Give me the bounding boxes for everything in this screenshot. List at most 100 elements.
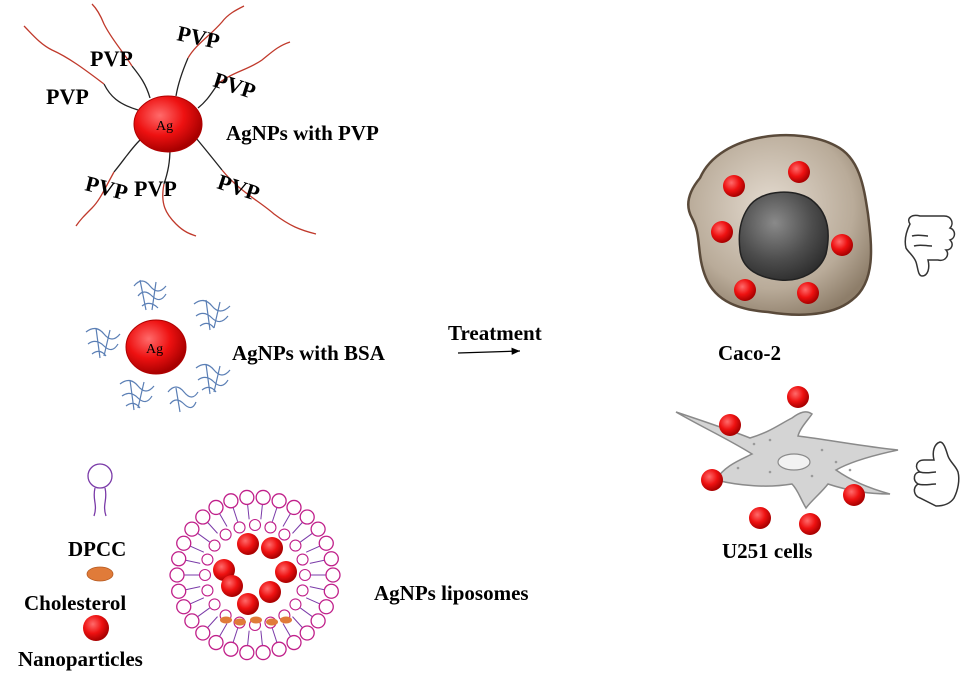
bsa-proteins — [85, 279, 231, 413]
lipid-head — [184, 613, 200, 629]
ag-core-label: Ag — [156, 119, 173, 134]
lipid-tail — [196, 607, 210, 618]
lipid-head-inner — [296, 584, 309, 597]
bsa-protein-icon — [119, 379, 155, 411]
lipid-tail — [206, 616, 218, 629]
treatment-label: Treatment — [448, 321, 542, 345]
pvp-label: PVP — [46, 84, 89, 109]
lipid-head — [299, 625, 315, 641]
lipid-tail — [232, 506, 239, 522]
pvp-label: PVP — [83, 171, 131, 206]
lipid-head — [239, 489, 255, 506]
lipid-head — [286, 499, 302, 516]
lipid-head — [310, 613, 326, 629]
lipid-head — [184, 521, 200, 537]
lipid-head-inner — [289, 539, 302, 552]
lipid-head-inner — [289, 598, 302, 611]
lipid-tail — [218, 512, 228, 527]
lipid-head-inner — [198, 568, 212, 582]
caco2-label: Caco-2 — [718, 341, 781, 365]
lipid-head — [318, 535, 334, 551]
lipid-head — [208, 499, 224, 516]
lipid-tail — [271, 628, 278, 644]
lipid-head — [195, 625, 211, 641]
agnp-bsa-group: Ag AgNPs with BSA — [85, 279, 386, 413]
lipid-head — [255, 644, 271, 661]
lipid-head — [176, 535, 192, 551]
lipid-tail — [292, 616, 304, 629]
lipid-tail — [260, 503, 264, 520]
lipid-head — [299, 509, 315, 525]
caco2-nucleus — [738, 191, 829, 281]
lipid-tail — [246, 503, 250, 520]
lipid-head — [208, 634, 224, 651]
lipid-tail — [271, 506, 278, 522]
bsa-protein-icon — [167, 386, 199, 413]
pvp-label: PVP — [214, 169, 262, 206]
liposome-legend: DPCC Cholesterol Nanoparticles — [18, 463, 143, 671]
lipid-tail — [309, 559, 326, 564]
agnp-pvp-group: Ag PVP PVP PVP PVP PVP PVP PVP AgNPs wit… — [23, 3, 379, 237]
lipid-head-inner — [208, 539, 221, 552]
lipid-tail — [184, 586, 201, 591]
lipid-head — [255, 489, 271, 506]
pvp-label: PVP — [175, 20, 222, 53]
lipid-head-inner — [248, 518, 262, 532]
lipid-head-inner — [201, 584, 214, 597]
lipid-tail — [292, 521, 304, 534]
agnp-liposome-title: AgNPs liposomes — [374, 581, 529, 605]
lipid-head-inner — [208, 598, 221, 611]
treatment-arrow-group: Treatment — [448, 321, 542, 355]
u251-granules — [736, 438, 852, 478]
lipid-head — [223, 641, 239, 657]
lipid-tail — [189, 597, 205, 605]
lipid-head — [176, 599, 192, 615]
lipid-head — [171, 583, 187, 599]
lipid-head — [239, 644, 255, 661]
lipid-tail — [232, 628, 239, 644]
ag-core — [133, 95, 203, 153]
lipid-head-inner — [233, 521, 246, 534]
lipid-head — [323, 583, 339, 599]
lipid-tail — [305, 597, 321, 605]
legend-cholesterol-label: Cholesterol — [24, 591, 126, 615]
thumbs-up-icon — [913, 441, 960, 507]
agnp-bsa-title: AgNPs with BSA — [232, 341, 386, 365]
lipid-tail — [196, 532, 210, 543]
lipid-head — [171, 551, 187, 567]
lipid-head-inner — [201, 553, 214, 566]
lipid-tail — [218, 623, 228, 638]
bsa-protein-icon — [195, 363, 231, 395]
treatment-arrow — [457, 347, 521, 355]
lipid-tail — [246, 630, 250, 647]
lipid-head-inner — [298, 568, 312, 582]
lipid-head — [223, 493, 239, 509]
caco2-cell: Caco-2 — [687, 133, 873, 365]
lipid-tail — [300, 532, 314, 543]
lipid-tail — [184, 559, 201, 564]
pvp-label: PVP — [90, 46, 133, 71]
ag-core-label: Ag — [146, 342, 163, 357]
lipid-head — [271, 493, 287, 509]
lipid-tail — [282, 512, 292, 527]
phospholipid-icon — [87, 463, 113, 517]
lipid-tail — [189, 545, 205, 553]
lipid-tail — [309, 586, 326, 591]
lipid-head-inner — [296, 553, 309, 566]
lipid-tail — [300, 607, 314, 618]
lipid-head — [310, 521, 326, 537]
thumbs-down-icon — [904, 214, 956, 277]
lipid-head — [318, 599, 334, 615]
ag-core — [125, 319, 187, 375]
caco2-nanoparticles — [711, 161, 853, 304]
legend-dpcc-label: DPCC — [68, 537, 126, 561]
pvp-label: PVP — [134, 176, 177, 201]
lipid-head-inner — [219, 528, 232, 541]
lipid-tail — [206, 521, 218, 534]
liposome: AgNPs liposomes — [169, 489, 529, 661]
lipid-tail — [305, 545, 321, 553]
u251-label: U251 cells — [722, 539, 812, 563]
lipid-head — [325, 567, 341, 583]
bsa-protein-icon — [193, 299, 231, 331]
agnp-pvp-title: AgNPs with PVP — [226, 121, 379, 145]
